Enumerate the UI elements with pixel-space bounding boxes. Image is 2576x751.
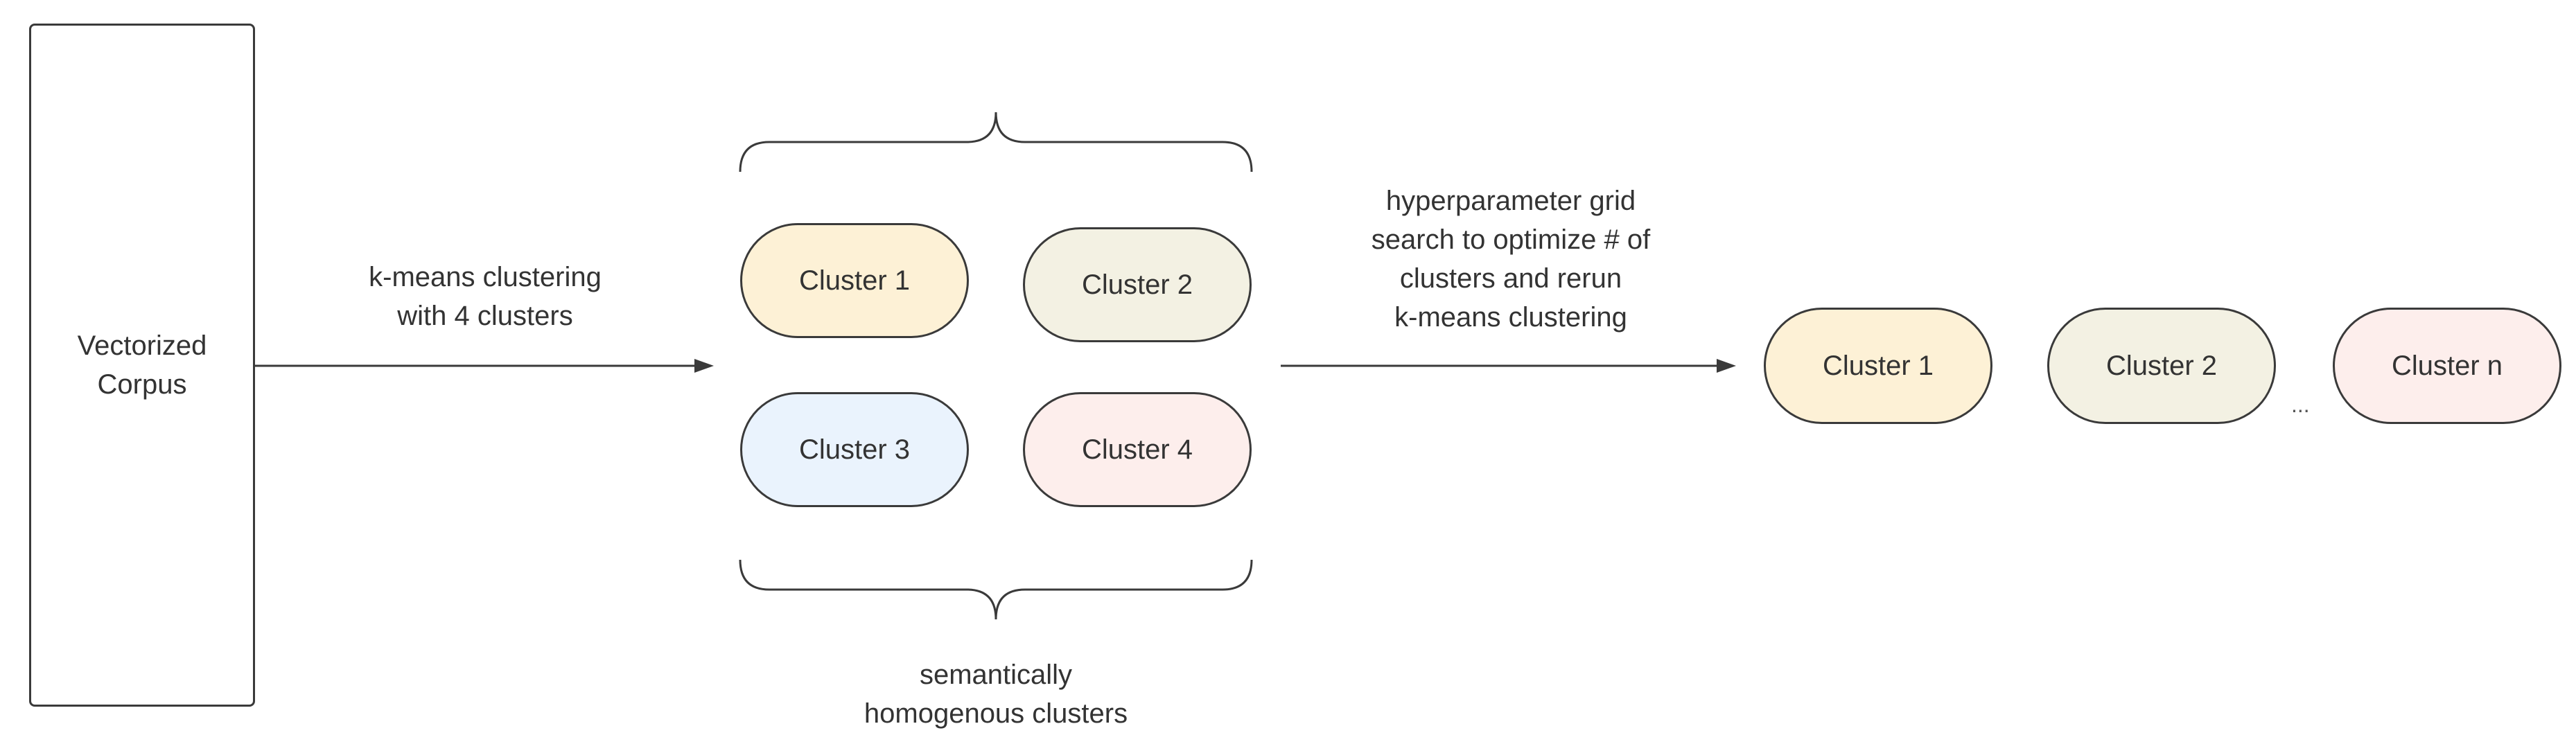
arrowhead-1 xyxy=(694,359,714,373)
initial-cluster-1: Cluster 1 xyxy=(740,223,969,338)
final-cluster-1: Cluster 1 xyxy=(1764,308,1992,424)
final-cluster-n: Cluster n xyxy=(2333,308,2561,424)
grid-search-step-label: hyperparameter grid search to optimize #… xyxy=(1303,182,1719,337)
cluster-ellipsis: ... xyxy=(2291,392,2310,417)
brace-caption-line2: homogenous clusters xyxy=(864,698,1128,729)
kmeans-step-label-line1: k-means clustering xyxy=(369,262,602,292)
top-brace xyxy=(739,112,1253,173)
kmeans-step-label-line2: with 4 clusters xyxy=(397,301,573,331)
brace-caption: semantically homogenous clusters xyxy=(788,655,1204,733)
initial-cluster-4: Cluster 4 xyxy=(1023,392,1252,507)
kmeans-step-label: k-means clustering with 4 clusters xyxy=(305,258,665,335)
corpus-label: Vectorized Corpus xyxy=(77,330,207,400)
grid-search-label-line4: k-means clustering xyxy=(1394,302,1627,333)
bottom-brace xyxy=(739,559,1253,620)
grid-search-label-line1: hyperparameter grid xyxy=(1385,186,1636,216)
initial-cluster-2: Cluster 2 xyxy=(1023,227,1252,342)
grid-search-label-line3: clusters and rerun xyxy=(1399,263,1622,294)
grid-search-label-line2: search to optimize # of xyxy=(1371,224,1651,255)
final-cluster-2: Cluster 2 xyxy=(2047,308,2276,424)
arrowhead-2 xyxy=(1717,359,1736,373)
brace-caption-line1: semantically xyxy=(919,660,1073,690)
vectorized-corpus-box: Vectorized Corpus xyxy=(29,24,255,707)
initial-cluster-3: Cluster 3 xyxy=(740,392,969,507)
